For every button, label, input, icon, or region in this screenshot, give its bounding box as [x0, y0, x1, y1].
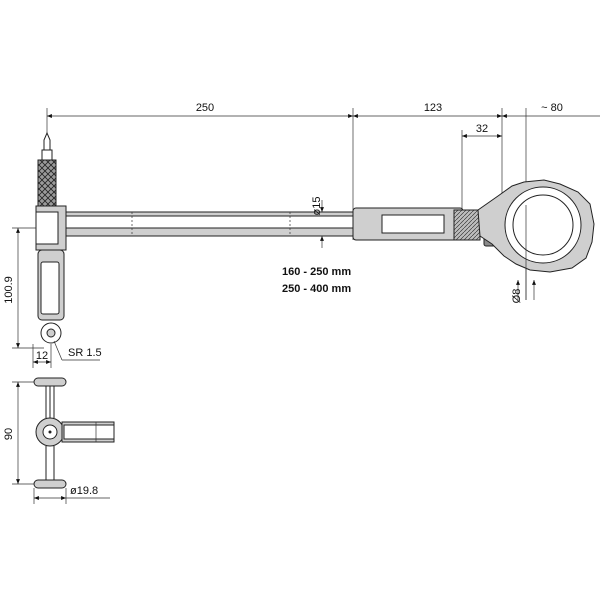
- range-note: 160 - 250 mm 250 - 400 mm: [282, 266, 351, 295]
- knurled-grip: [37, 159, 57, 207]
- dial-indicator: [477, 179, 595, 300]
- dim-body-length: 123: [424, 102, 442, 114]
- dim-collar-length: 32: [476, 123, 488, 135]
- range-1: 160 - 250 mm: [282, 266, 351, 278]
- dim-tip-radius: SR 1.5: [68, 347, 102, 359]
- dim-guide-height: 90: [3, 428, 15, 440]
- dimension-8: Ø8: [511, 280, 536, 304]
- dimension-100-9: 100.9: [3, 227, 44, 349]
- dim-shaft-diameter: ø15: [311, 197, 323, 216]
- side-view: [33, 377, 115, 489]
- dim-shaft-length: 250: [196, 102, 214, 114]
- dim-handle-height: 100.9: [3, 276, 15, 304]
- dim-guide-diameter: ø19.8: [70, 485, 98, 497]
- dimension-80: ~ 80: [502, 102, 600, 118]
- dimension-12: 12 SR 1.5: [32, 340, 102, 368]
- collar: [453, 209, 481, 241]
- dimension-32: 32: [462, 123, 502, 138]
- dim-dial-offset: ~ 80: [541, 102, 563, 114]
- range-2: 250 - 400 mm: [282, 283, 351, 295]
- dim-stem-diameter: Ø8: [511, 289, 523, 304]
- dimension-123: 123: [353, 102, 502, 118]
- shaft: ø15: [65, 197, 357, 248]
- dim-tip-width: 12: [36, 350, 48, 362]
- handle-assembly: [35, 131, 67, 344]
- dimension-250: 250: [47, 102, 353, 118]
- dimension-90: 90: [3, 381, 34, 485]
- dimension-19-8: ø19.8: [33, 485, 110, 504]
